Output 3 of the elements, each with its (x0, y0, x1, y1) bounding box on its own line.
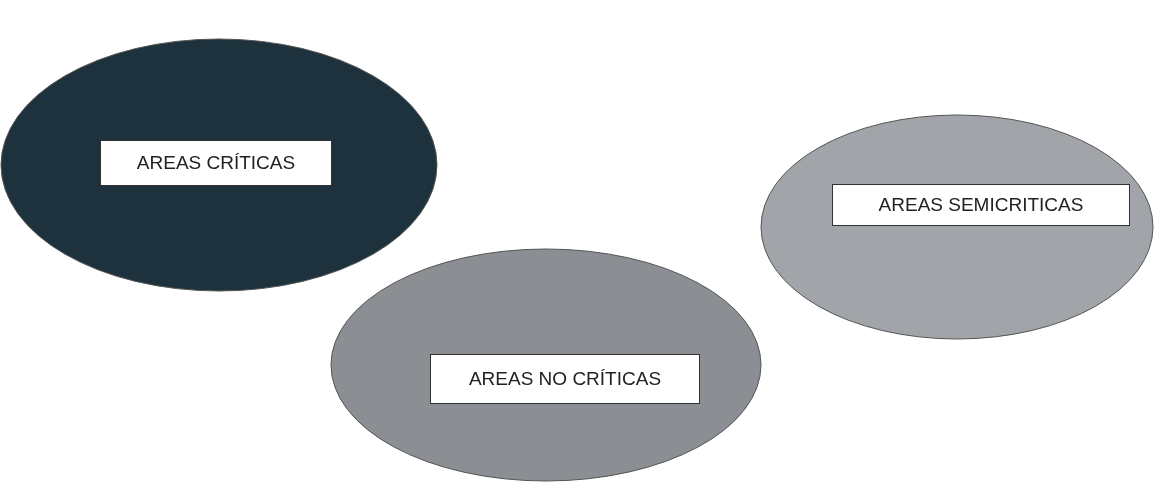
area-label: AREAS NO CRÍTICAS (430, 354, 700, 404)
area-label: AREAS SEMICRITICAS (832, 184, 1130, 226)
area-label: AREAS CRÍTICAS (100, 140, 332, 186)
